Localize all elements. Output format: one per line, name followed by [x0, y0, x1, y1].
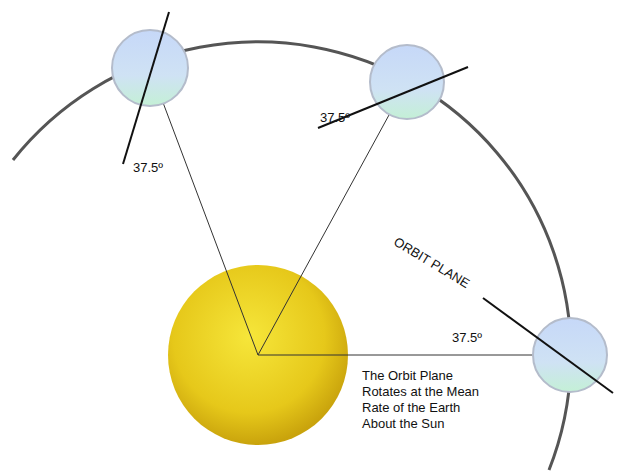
earth: [112, 30, 188, 106]
orbit-plane-label: ORBIT PLANE: [391, 233, 472, 290]
orbit-plane-line: [318, 67, 468, 128]
angle-label: 37.5º: [452, 330, 482, 345]
note-text: The Orbit Plane Rotates at the Mean Rate…: [362, 368, 490, 432]
radius-line: [150, 68, 258, 355]
radius-line: [258, 82, 407, 355]
orbit-arc: [13, 42, 571, 470]
angle-label: 37.5º: [133, 160, 163, 175]
earth-positions: [112, 30, 607, 392]
radius-lines: [150, 68, 602, 355]
orbit-plane-line: [123, 12, 169, 164]
orbit-plane-line: [483, 298, 613, 393]
orbit-plane-lines: [123, 12, 613, 393]
angle-label: 37.5º: [320, 110, 350, 125]
